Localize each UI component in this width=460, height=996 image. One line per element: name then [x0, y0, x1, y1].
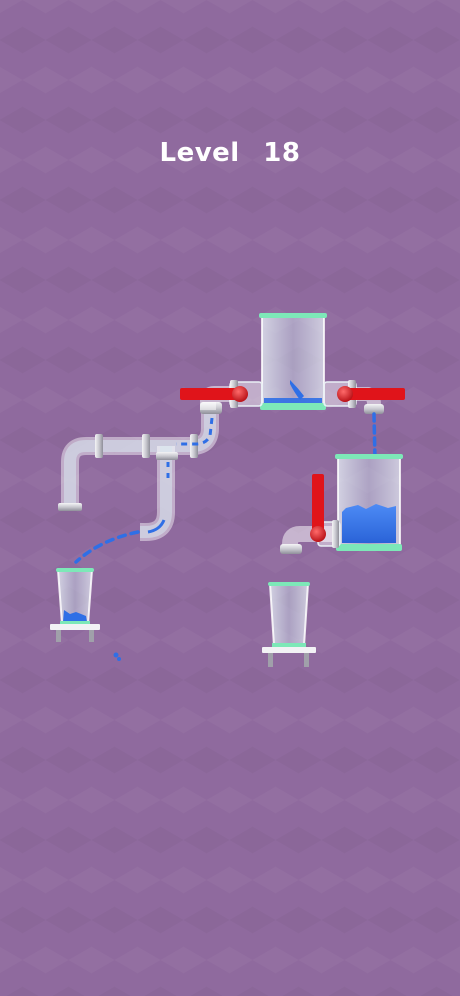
tank-water	[342, 504, 396, 543]
pipe-joint	[142, 434, 150, 458]
left-pipe-network	[58, 402, 222, 541]
right-valve[interactable]	[337, 386, 405, 402]
pipe-joint	[95, 434, 103, 458]
source-tank	[259, 313, 327, 410]
tank-rim	[335, 454, 403, 459]
level-number: 18	[263, 138, 301, 168]
pipe-outlet	[58, 503, 82, 511]
lower-valve[interactable]	[310, 474, 326, 542]
left-valve[interactable]	[180, 386, 248, 402]
lower-valve-handle[interactable]	[312, 474, 324, 534]
left-cup	[56, 568, 94, 625]
tank-rim	[259, 313, 327, 318]
right-valve-knob[interactable]	[337, 386, 353, 402]
cup-rim	[268, 582, 310, 586]
tank-water	[290, 380, 304, 400]
pipe-joint	[156, 452, 178, 460]
right-cup-stand	[262, 647, 316, 667]
lower-valve-knob[interactable]	[310, 526, 326, 542]
tank-base	[260, 403, 326, 410]
level-label: Level	[159, 138, 240, 168]
left-cup-stand	[50, 624, 100, 642]
lower-elbow-pipe	[280, 520, 341, 554]
left-valve-knob[interactable]	[232, 386, 248, 402]
level-indicator: Level 18	[0, 138, 460, 168]
pipe-joint	[190, 434, 198, 458]
right-cup	[268, 582, 310, 647]
cup-rim	[56, 568, 94, 572]
left-valve-handle[interactable]	[180, 388, 240, 400]
right-tank	[335, 454, 403, 551]
water-stream-left	[74, 530, 140, 661]
water-stream-right	[372, 412, 377, 462]
right-valve-handle[interactable]	[345, 388, 405, 400]
cup-water	[63, 610, 87, 622]
tank-base	[336, 544, 402, 551]
